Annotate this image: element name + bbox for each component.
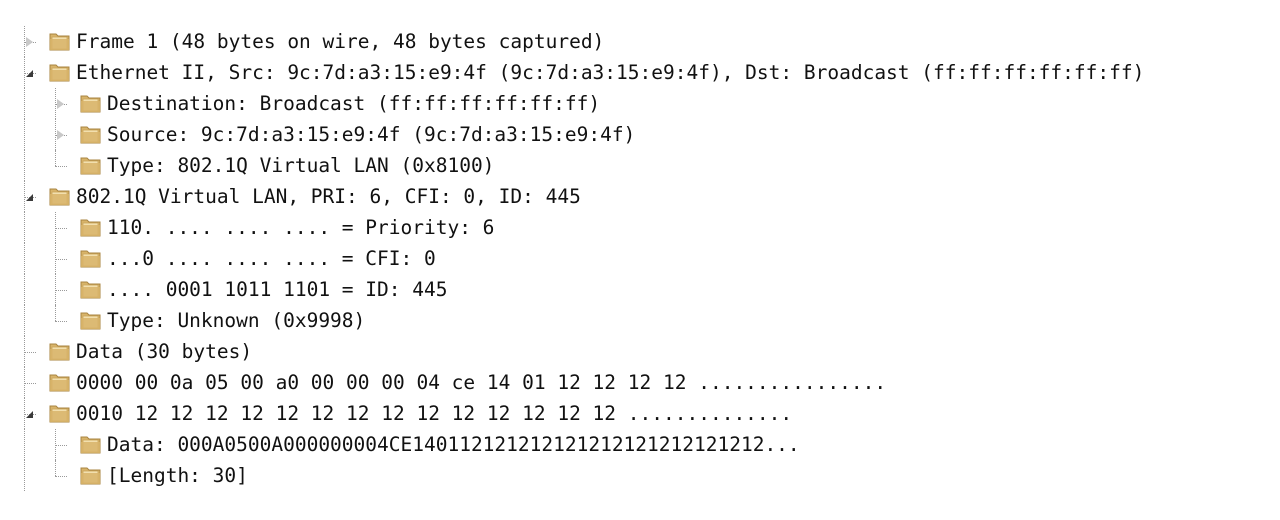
tree-row-label: Type: 802.1Q Virtual LAN (0x8100) <box>107 154 495 177</box>
folder-icon <box>79 278 103 300</box>
folder-icon <box>79 464 103 486</box>
collapsed-triangle-icon[interactable] <box>26 36 33 47</box>
tree-row[interactable]: Ethernet II, Src: 9c:7d:a3:15:e9:4f (9c:… <box>16 57 1266 88</box>
expanded-triangle-icon[interactable] <box>26 69 33 77</box>
tree-row-label: .... 0001 1011 1101 = ID: 445 <box>107 278 448 301</box>
packet-details-tree: Frame 1 (48 bytes on wire, 48 bytes capt… <box>16 26 1266 491</box>
tree-row-label: 0000 00 0a 05 00 a0 00 00 00 04 ce 14 01… <box>76 371 887 394</box>
tree-connector <box>55 444 67 446</box>
tree-row[interactable]: Destination: Broadcast (ff:ff:ff:ff:ff:f… <box>16 88 1266 119</box>
tree-connector <box>24 429 25 460</box>
tree-row[interactable]: 0000 00 0a 05 00 a0 00 00 00 04 ce 14 01… <box>16 367 1266 398</box>
tree-row-label: [Length: 30] <box>107 464 248 487</box>
tree-row-label: ...0 .... .... .... = CFI: 0 <box>107 247 436 270</box>
tree-connector <box>55 320 67 322</box>
tree-connector <box>55 475 67 477</box>
tree-connector <box>55 289 67 291</box>
tree-row-label: 110. .... .... .... = Priority: 6 <box>107 216 495 239</box>
tree-row-label: Ethernet II, Src: 9c:7d:a3:15:e9:4f (9c:… <box>76 61 1145 84</box>
tree-row[interactable]: Data (30 bytes) <box>16 336 1266 367</box>
tree-connector <box>24 88 25 119</box>
tree-row[interactable]: Frame 1 (48 bytes on wire, 48 bytes capt… <box>16 26 1266 57</box>
folder-icon <box>48 30 72 52</box>
folder-icon <box>79 309 103 331</box>
tree-connector <box>55 258 67 260</box>
expanded-triangle-icon[interactable] <box>26 410 33 418</box>
tree-connector <box>24 351 36 353</box>
tree-row[interactable]: Source: 9c:7d:a3:15:e9:4f (9c:7d:a3:15:e… <box>16 119 1266 150</box>
folder-icon <box>48 340 72 362</box>
folder-icon <box>79 216 103 238</box>
tree-connector <box>24 274 25 305</box>
tree-row[interactable]: 110. .... .... .... = Priority: 6 <box>16 212 1266 243</box>
collapsed-triangle-icon[interactable] <box>57 129 64 140</box>
tree-row[interactable]: ...0 .... .... .... = CFI: 0 <box>16 243 1266 274</box>
expanded-triangle-icon[interactable] <box>26 193 33 201</box>
tree-connector <box>55 165 67 167</box>
tree-connector <box>55 305 56 321</box>
tree-connector <box>24 305 25 336</box>
folder-icon <box>79 92 103 114</box>
tree-connector <box>24 150 25 181</box>
tree-connector <box>55 460 56 476</box>
tree-row-label: Frame 1 (48 bytes on wire, 48 bytes capt… <box>76 30 605 53</box>
tree-row-label: Data (30 bytes) <box>76 340 253 363</box>
folder-icon <box>48 402 72 424</box>
tree-row-label: 802.1Q Virtual LAN, PRI: 6, CFI: 0, ID: … <box>76 185 581 208</box>
tree-row[interactable]: 802.1Q Virtual LAN, PRI: 6, CFI: 0, ID: … <box>16 181 1266 212</box>
folder-icon <box>79 123 103 145</box>
folder-icon <box>79 247 103 269</box>
folder-icon <box>48 371 72 393</box>
tree-connector <box>24 119 25 150</box>
folder-icon <box>48 185 72 207</box>
tree-connector <box>24 243 25 274</box>
folder-icon <box>79 154 103 176</box>
tree-connector <box>55 227 67 229</box>
tree-row[interactable]: Data: 000A0500A000000004CE14011212121212… <box>16 429 1266 460</box>
tree-connector <box>24 460 25 491</box>
tree-row-label: Type: Unknown (0x9998) <box>107 309 366 332</box>
collapsed-triangle-icon[interactable] <box>57 98 64 109</box>
tree-row-label: 0010 12 12 12 12 12 12 12 12 12 12 12 12… <box>76 402 793 425</box>
tree-connector <box>55 150 56 166</box>
tree-row[interactable]: 0010 12 12 12 12 12 12 12 12 12 12 12 12… <box>16 398 1266 429</box>
folder-icon <box>79 433 103 455</box>
tree-connector <box>24 212 25 243</box>
tree-row[interactable]: Type: Unknown (0x9998) <box>16 305 1266 336</box>
tree-row[interactable]: .... 0001 1011 1101 = ID: 445 <box>16 274 1266 305</box>
tree-row-label: Source: 9c:7d:a3:15:e9:4f (9c:7d:a3:15:e… <box>107 123 636 146</box>
tree-row[interactable]: Type: 802.1Q Virtual LAN (0x8100) <box>16 150 1266 181</box>
tree-row-label: Destination: Broadcast (ff:ff:ff:ff:ff:f… <box>107 92 601 115</box>
tree-row-label: Data: 000A0500A000000004CE14011212121212… <box>107 433 800 456</box>
folder-icon <box>48 61 72 83</box>
tree-connector <box>24 382 36 384</box>
tree-row[interactable]: [Length: 30] <box>16 460 1266 491</box>
